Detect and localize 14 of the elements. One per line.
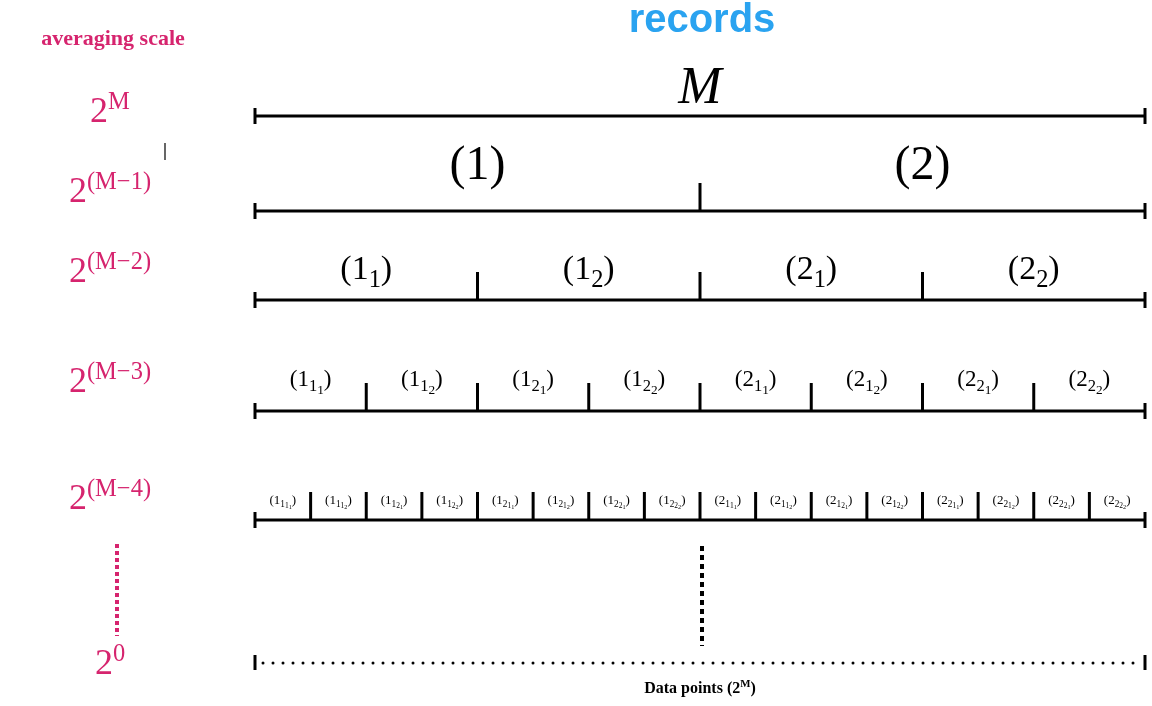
segment-label: M — [678, 60, 722, 112]
scale-label: 2$^{(M−1)}$ — [68, 172, 152, 208]
title: records — [628, 0, 776, 38]
scale-label: 2$^{0}$ — [94, 644, 126, 680]
scale-label: 2$^{(M−4)}$ — [68, 479, 152, 515]
scale-label: 2$^{(M−3)}$ — [68, 362, 152, 398]
segment-label: (2$_{2}$) — [1007, 251, 1060, 285]
scale-label: 2$^{(M−2)}$ — [68, 252, 152, 288]
segment-label: (1$_{1}$) — [340, 251, 393, 285]
segment-label: (1$_{2}$) — [562, 251, 615, 285]
scale-label: 2$^{M}$ — [90, 92, 130, 128]
axis-label: Data points (2$^{M}$) — [644, 680, 756, 696]
axis-title: averaging scale — [41, 27, 185, 49]
segment-label: (2$_{1}$) — [785, 251, 838, 285]
